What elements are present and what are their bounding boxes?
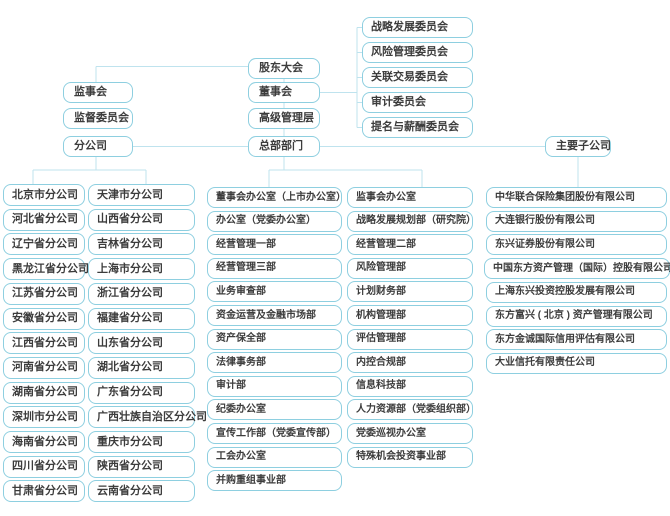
branch-node: 海南省分公司 [3, 431, 85, 453]
branch-node: 河南省分公司 [3, 356, 85, 379]
branch-node: 江西省分公司 [3, 332, 85, 355]
branch-node: 湖北省分公司 [88, 356, 195, 379]
hq-department-node: 机构管理部 [347, 305, 473, 326]
subsidiary-node: 东方金诚国际信用评估有限公司 [486, 329, 667, 351]
branch-node: 重庆市分公司 [88, 431, 195, 453]
branch-node: 福建省分公司 [88, 307, 195, 330]
hq-department-node: 风险管理部 [347, 257, 473, 279]
hq-department-node: 评估管理部 [347, 328, 473, 350]
branch-node: 江苏省分公司 [3, 282, 85, 305]
branch-node: 浙江省分公司 [88, 282, 195, 305]
branch-node: 山东省分公司 [88, 332, 195, 355]
branch-node: 山西省分公司 [88, 208, 195, 231]
branch-node: 北京市分公司 [3, 184, 85, 206]
hq-department-node: 经营管理二部 [347, 234, 473, 256]
committee-node: 关联交易委员会 [362, 67, 473, 88]
hq-department-node: 计划财务部 [347, 281, 473, 303]
hq-department-node: 经营管理三部 [207, 257, 342, 279]
branch-node: 湖南省分公司 [3, 381, 85, 404]
hq-department-node: 法律事务部 [207, 352, 342, 374]
committee-node: 风险管理委员会 [362, 42, 473, 63]
supervision-committee-box: 监督委员会 [63, 108, 133, 129]
subsidiary-node: 大连银行股份有限公司 [486, 210, 667, 232]
shareholders-meeting-box: 股东大会 [248, 58, 320, 79]
hq-department-node: 业务审查部 [207, 281, 342, 303]
hq-department-node: 审计部 [207, 375, 342, 397]
hq-department-node: 纪委办公室 [207, 399, 342, 421]
branch-node: 广西壮族自治区分公司 [88, 406, 207, 429]
subsidiary-node: 东方富兴 ( 北京 ) 资产管理有限公司 [486, 305, 667, 327]
hq-departments-box: 总部部门 [248, 136, 320, 157]
hq-department-node: 内控合规部 [347, 352, 473, 374]
hq-department-node: 资产保全部 [207, 328, 342, 350]
committee-node: 战略发展委员会 [362, 17, 473, 38]
branch-node: 云南省分公司 [88, 480, 195, 503]
supervisory-board-box: 监事会 [63, 82, 133, 103]
branch-node: 甘肃省分公司 [3, 480, 85, 503]
committee-node: 提名与薪酬委员会 [362, 117, 473, 138]
hq-department-node: 工会办公室 [207, 446, 342, 468]
committee-node: 审计委员会 [362, 92, 473, 113]
hq-department-node: 资金运营及金融市场部 [207, 305, 342, 326]
hq-department-node: 董事会办公室（上市办公室） [207, 187, 346, 208]
main-subsidiaries-box: 主要子公司 [545, 136, 611, 157]
hq-department-node: 办公室（党委办公室） [207, 210, 342, 232]
senior-management-box: 高级管理层 [248, 108, 320, 129]
hq-department-node: 党委巡视办公室 [347, 423, 473, 444]
branch-node: 深圳市分公司 [3, 406, 85, 429]
hq-department-node: 经营管理一部 [207, 234, 342, 256]
branch-node: 上海市分公司 [88, 258, 195, 281]
board-of-directors-box: 董事会 [248, 82, 320, 103]
subsidiary-node: 中国东方资产管理（国际）控股有限公司 [484, 258, 670, 280]
hq-department-node: 特殊机会投资事业部 [347, 446, 473, 468]
branch-node: 河北省分公司 [3, 208, 85, 231]
hq-department-node: 宣传工作部（党委宣传部） [207, 423, 342, 444]
branches-box: 分公司 [63, 136, 133, 157]
subsidiary-node: 东兴证券股份有限公司 [486, 234, 667, 256]
branch-node: 辽宁省分公司 [3, 233, 85, 256]
hq-department-node: 战略发展规划部（研究院） [347, 210, 476, 232]
hq-department-node: 监事会办公室 [347, 187, 473, 208]
hq-department-node: 信息科技部 [347, 375, 473, 397]
branch-node: 陕西省分公司 [88, 455, 195, 478]
branch-node: 黑龙江省分公司 [3, 258, 89, 281]
hq-department-node: 并购重组事业部 [207, 470, 342, 492]
branch-node: 天津市分公司 [88, 184, 195, 206]
branch-node: 吉林省分公司 [88, 233, 195, 256]
subsidiary-node: 大业信托有限责任公司 [486, 352, 667, 374]
branch-node: 广东省分公司 [88, 381, 195, 404]
branch-node: 安徽省分公司 [3, 307, 85, 330]
subsidiary-node: 上海东兴投资控股发展有限公司 [486, 281, 667, 303]
subsidiary-node: 中华联合保险集团股份有限公司 [486, 187, 667, 208]
hq-department-node: 人力资源部（党委组织部） [347, 399, 476, 421]
branch-node: 四川省分公司 [3, 455, 85, 478]
